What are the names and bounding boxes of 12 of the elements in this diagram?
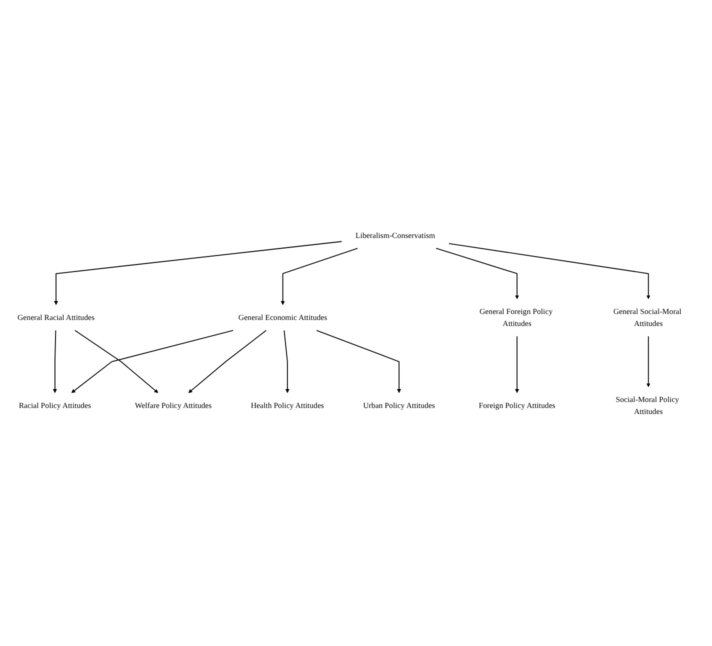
arrow bbox=[284, 329, 290, 393]
arrow bbox=[448, 242, 650, 299]
arrow bbox=[436, 247, 520, 299]
arrow bbox=[515, 335, 520, 393]
arrow bbox=[646, 335, 650, 387]
arrow bbox=[280, 247, 358, 305]
arrow bbox=[52, 329, 57, 393]
arrow bbox=[54, 240, 342, 305]
arrow bbox=[188, 329, 267, 393]
arrow bbox=[74, 329, 158, 393]
arrow bbox=[71, 329, 234, 393]
arrow bbox=[316, 329, 402, 393]
